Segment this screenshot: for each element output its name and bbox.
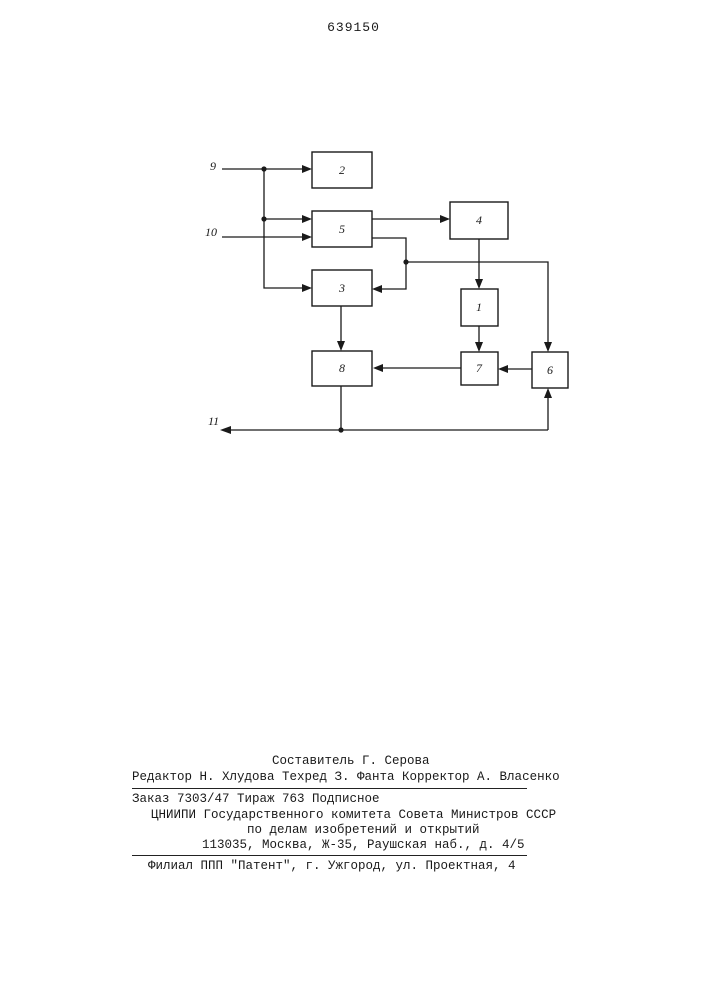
arrow-into-5-b — [302, 233, 312, 241]
editors-line: Редактор Н. Хлудова Техред З. Фанта Корр… — [132, 770, 560, 784]
order-line: Заказ 7303/47 Тираж 763 Подписное — [132, 792, 380, 806]
address-line: 113035, Москва, Ж-35, Раушская наб., д. … — [202, 838, 525, 852]
arrow-into-5-a — [302, 215, 312, 223]
wire-5-to-3 — [372, 238, 406, 289]
block-3-label: 3 — [338, 281, 345, 295]
block-7-label: 7 — [476, 361, 483, 375]
junction-bus — [261, 216, 266, 221]
organization-line-2: по делам изобретений и открытий — [247, 823, 480, 837]
block-5-label: 5 — [339, 222, 345, 236]
arrow-into-8-top — [337, 341, 345, 351]
junction-9 — [261, 166, 266, 171]
arrow-into-3-right — [372, 285, 382, 293]
divider-top — [132, 788, 527, 789]
block-6-label: 6 — [547, 363, 553, 377]
compiler-line: Составитель Г. Серова — [272, 754, 430, 768]
terminal-11-label: 11 — [208, 414, 219, 428]
branch-line: Филиал ППП "Патент", г. Ужгород, ул. Про… — [148, 859, 516, 873]
arrow-into-6-top — [544, 342, 552, 352]
arrow-into-2 — [302, 165, 312, 173]
organization-line-1: ЦНИИПИ Государственного комитета Совета … — [151, 808, 556, 822]
block-4-label: 4 — [476, 213, 482, 227]
wire-bus-vertical — [264, 169, 308, 288]
arrow-output-11 — [220, 426, 231, 434]
terminal-9-label: 9 — [210, 159, 216, 173]
arrow-into-7-right — [498, 365, 508, 373]
divider-bottom — [132, 855, 527, 856]
arrow-into-1 — [475, 279, 483, 289]
junction-8-out — [338, 427, 343, 432]
terminal-10-label: 10 — [205, 225, 217, 239]
arrow-into-7-top — [475, 342, 483, 352]
block-2-label: 2 — [339, 163, 345, 177]
arrow-into-4 — [440, 215, 450, 223]
junction-5-out — [403, 259, 408, 264]
arrow-into-3-left — [302, 284, 312, 292]
arrow-into-6-bottom — [544, 388, 552, 398]
block-8-label: 8 — [339, 361, 345, 375]
block-1-label: 1 — [476, 300, 482, 314]
arrow-into-8-right — [373, 364, 383, 372]
